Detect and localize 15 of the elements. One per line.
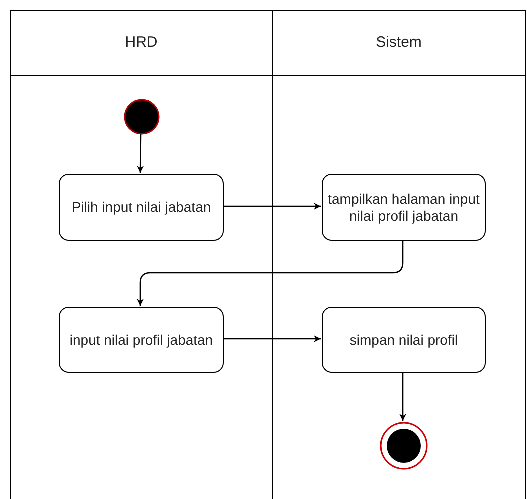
activity-box: Pilih input nilai jabatan (59, 174, 224, 241)
end-node (380, 422, 428, 470)
arrow (137, 240, 404, 306)
activity-box: tampilkan halaman input nilai profil jabatan (322, 174, 486, 241)
arrow (400, 372, 406, 421)
arrow (137, 134, 144, 173)
swimlane (10, 10, 273, 499)
activity-box: simpan nilai profil (322, 307, 486, 373)
lane-title: HRD (125, 32, 158, 53)
arrow (223, 203, 321, 210)
lane-title: Sistem (376, 32, 422, 53)
start-node (124, 99, 160, 135)
swimlane (272, 10, 526, 499)
arrow (223, 336, 321, 342)
activity-box: input nilai profil jabatan (59, 307, 224, 373)
